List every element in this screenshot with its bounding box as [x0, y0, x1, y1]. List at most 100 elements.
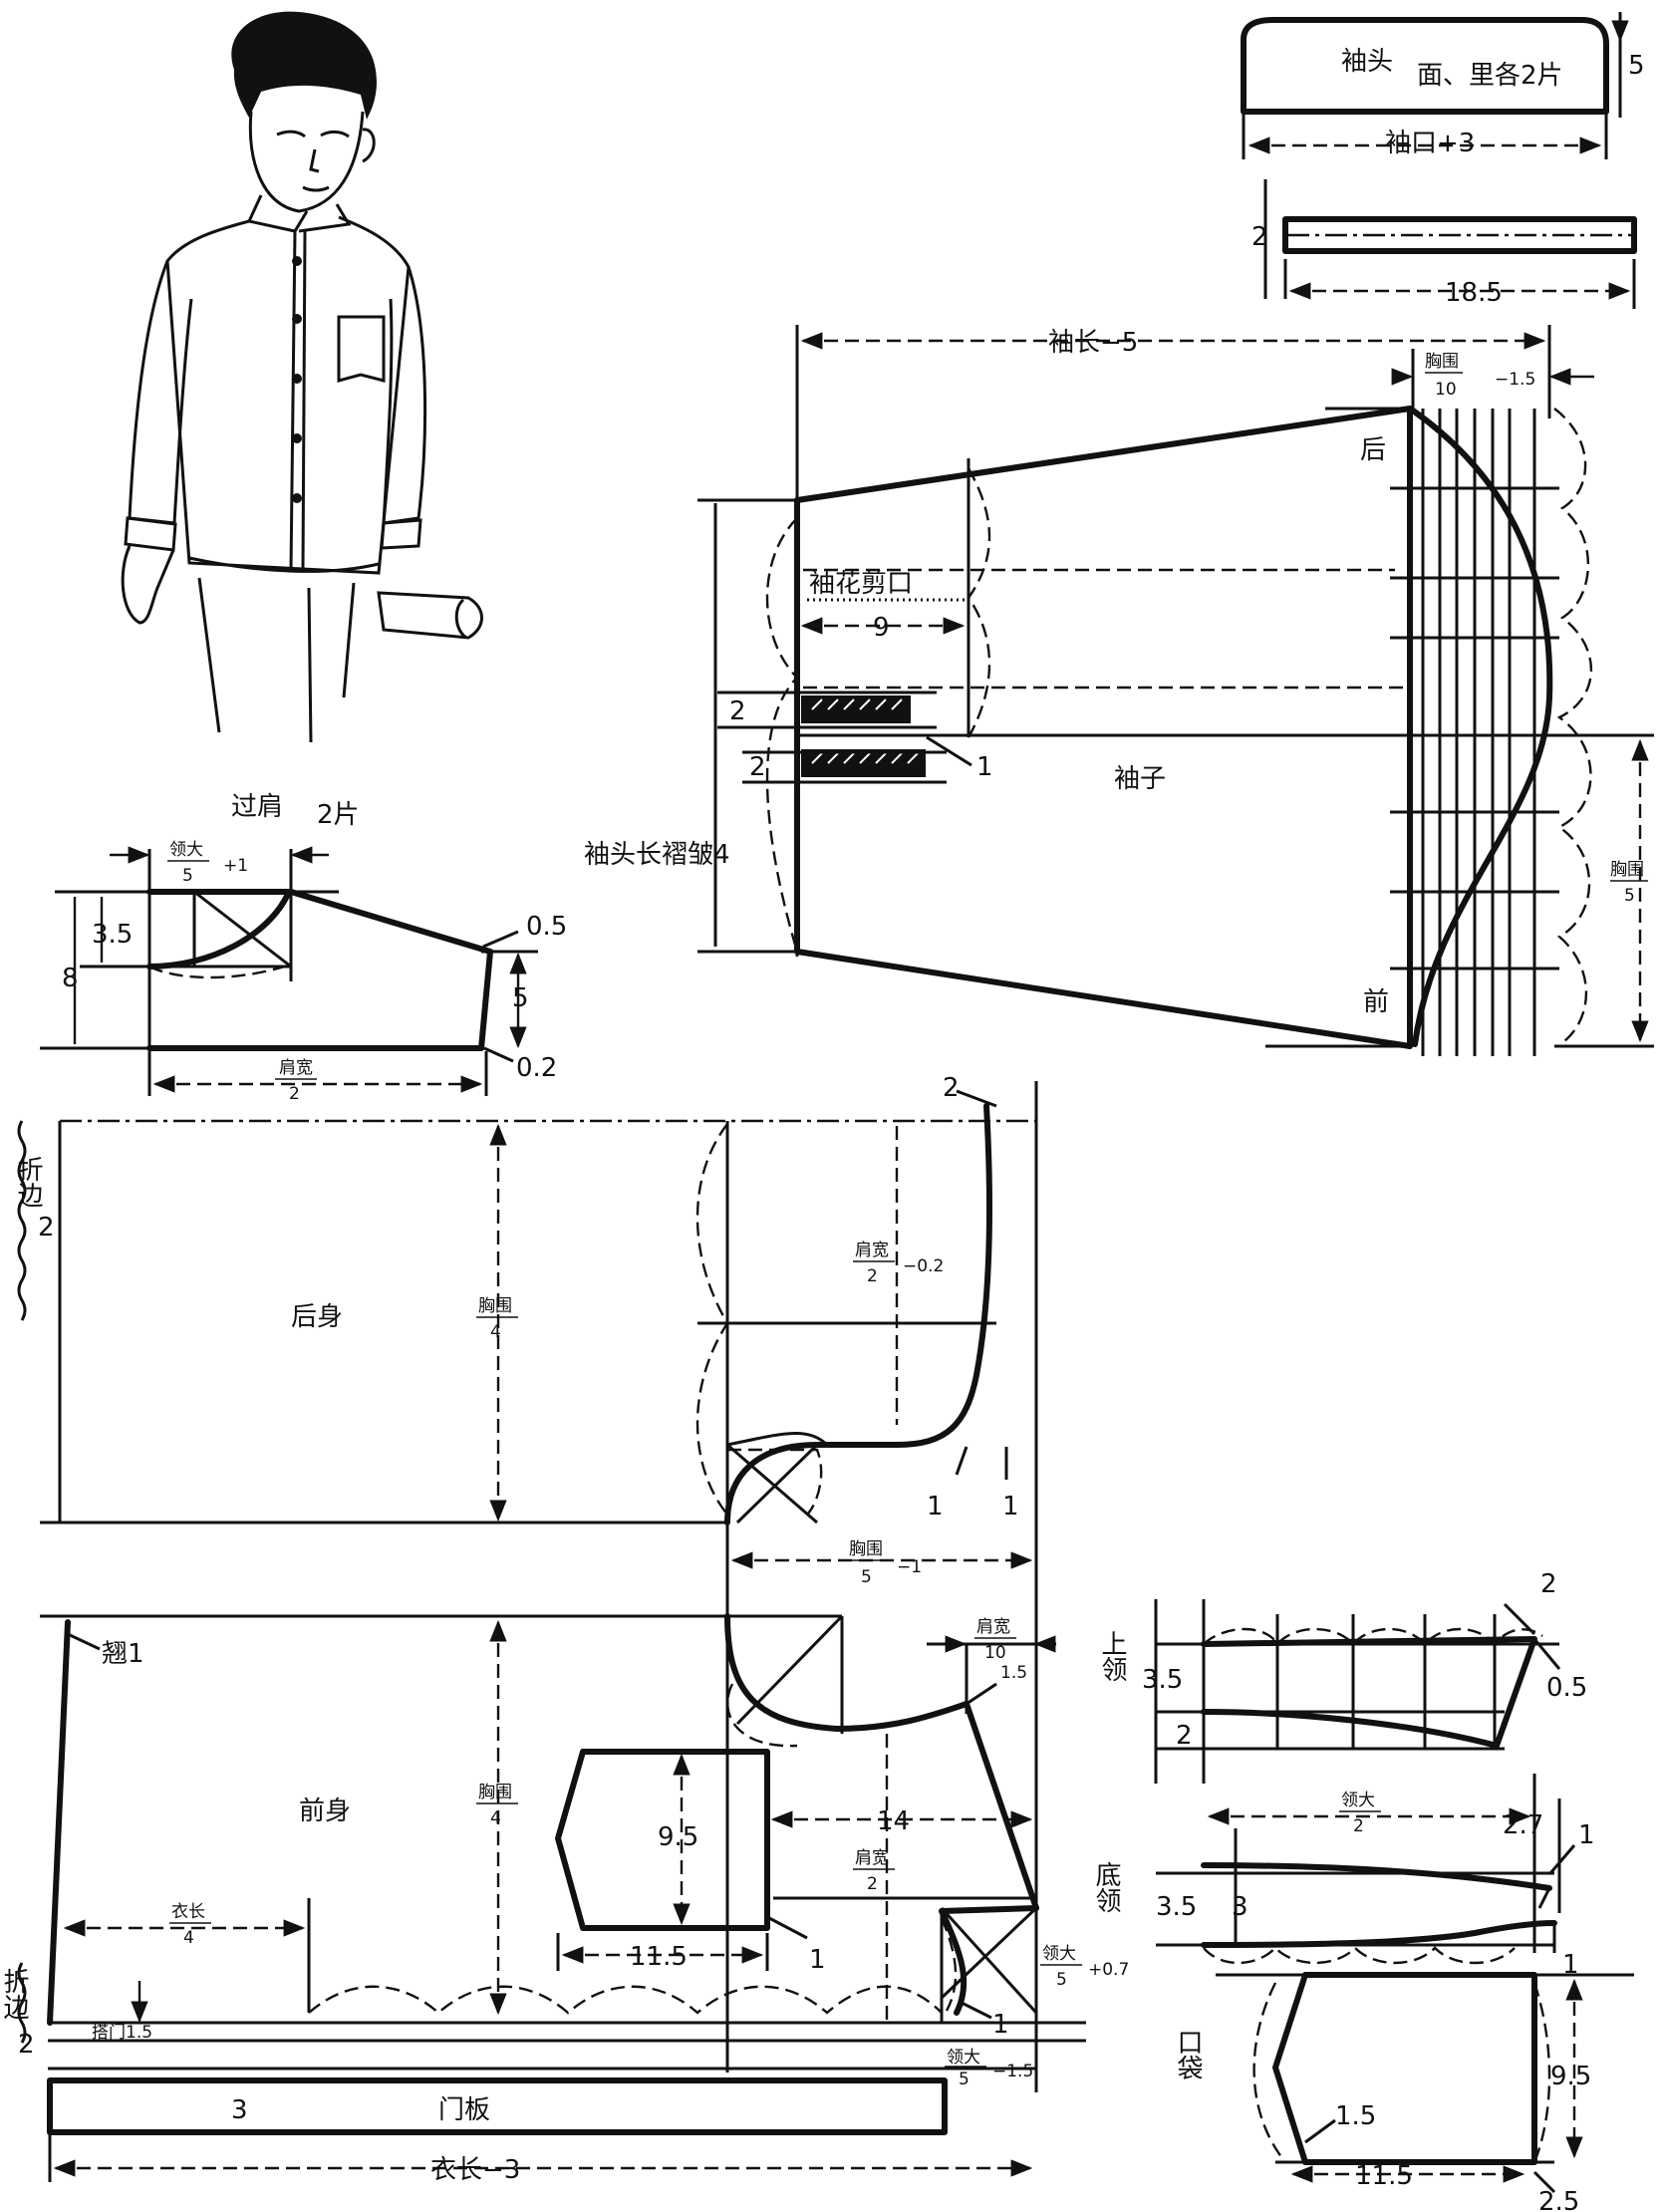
sleeve-width-num: 胸围 [1610, 860, 1644, 880]
back-shoulder-den: 2 [867, 1266, 878, 1286]
sleeve-back: 后 [1360, 435, 1386, 465]
nose-mouth [302, 148, 330, 192]
pocket-corner: 2.5 [1538, 2187, 1579, 2212]
placket-length: 18.5 [1445, 278, 1503, 308]
sleeve-slit-length: 9 [873, 613, 890, 643]
front-distance-14: 14 [877, 1806, 910, 1836]
middle-chest-den: 5 [861, 1567, 872, 1587]
left-sleeve [128, 260, 193, 525]
collar-neck-den: 2 [1353, 1816, 1364, 1836]
back-fold: 折边 [13, 1156, 43, 1208]
yoke-count: 2片 [317, 800, 360, 830]
front-neck-num: 领大 [1042, 1944, 1076, 1964]
front-fold-val: 2 [18, 2030, 35, 2060]
rolled-paper [377, 591, 483, 640]
collar-upper-tip: 0.5 [1546, 1673, 1587, 1703]
yoke-width-num: 肩宽 [279, 1058, 313, 1078]
button-stand [289, 230, 307, 571]
front-neck-den: 5 [1056, 1970, 1067, 1990]
cuff-title: 袖头 [1341, 47, 1393, 77]
front-neck2-den: 5 [959, 2070, 970, 2089]
sleeve-pleat-2: 2 [749, 752, 766, 782]
yoke-drop: 0.5 [526, 912, 567, 942]
collar-stand-point: 2.7 [1503, 1810, 1543, 1840]
chest-pocket [337, 315, 386, 383]
placket-piece: 2 18.5 [1251, 179, 1637, 309]
front-shoulder10-den: 10 [984, 1643, 1006, 1663]
sleeve-slit: 袖花剪口 [809, 569, 913, 599]
front-shoulder10-point: 1.5 [1000, 1663, 1027, 1683]
front-flare: 翘1 [102, 1639, 144, 1669]
front-band-width: 3 [231, 2095, 248, 2125]
yoke-neck-num: 领大 [169, 840, 203, 860]
front-total-length: 衣长−3 [430, 2155, 520, 2185]
sleeve-cuff-length: 袖头长褶皱4 [584, 840, 730, 870]
front-shoulder2-den: 2 [867, 1874, 878, 1894]
collar-upper-top: 2 [1540, 1569, 1557, 1599]
collar-upper-h: 3.5 [1142, 1665, 1183, 1695]
placket-width: 2 [1251, 222, 1268, 252]
back-arm-point-2: 1 [1002, 1492, 1019, 1521]
front-overlap: 搭门1.5 [92, 2023, 152, 2043]
cuff-note: 面、里各2片 [1417, 61, 1563, 91]
shirt-hem [188, 556, 380, 573]
pocket-width: 11.5 [1355, 2161, 1413, 2191]
ear [362, 128, 376, 163]
collar-stand-h: 3.5 [1156, 1892, 1197, 1922]
collar-upper-h2: 2 [1176, 1721, 1193, 1751]
face [248, 111, 365, 213]
yoke-piece: 过肩 2片 领大 5 +1 3.5 8 0.5 5 0.2 肩宽 [40, 792, 567, 1104]
front-chest-den: 4 [490, 1808, 501, 1828]
collar-upper-label: 上领 [1097, 1630, 1127, 1682]
yoke-title: 过肩 [231, 792, 283, 822]
front-length-num: 衣长 [171, 1902, 205, 1922]
front-fold: 折边 [0, 1968, 29, 2020]
cuff-length: 袖口+3 [1385, 129, 1475, 158]
sleeve-piece: 袖长−5 胸围 10 −1.5 后 前 [584, 325, 1654, 1056]
front-length-den: 4 [183, 1928, 194, 1948]
collar-neck-num: 领大 [1341, 1791, 1375, 1810]
yoke-neck-suffix: +1 [223, 856, 248, 876]
left-cuff [124, 516, 177, 552]
back-shoulder-suffix: −0.2 [903, 1256, 944, 1276]
sleeve-cap-suffix: −1.5 [1495, 370, 1535, 390]
front-neck-point: 1 [992, 2010, 1009, 2040]
front-neck-suffix: +0.7 [1088, 1960, 1129, 1980]
middle-chest-suffix: −1 [897, 1557, 922, 1577]
back-shoulder-num: 肩宽 [855, 1241, 889, 1260]
front-shoulder10-num: 肩宽 [976, 1617, 1010, 1637]
pocket-piece: 口袋 9.5 11.5 1.5 2.5 [1173, 1972, 1634, 2212]
back-arm-point-1: 1 [927, 1492, 944, 1521]
back-top-point: 2 [943, 1073, 960, 1103]
trousers [197, 577, 356, 743]
front-label: 前身 [299, 1797, 351, 1826]
yoke-neck-den: 5 [182, 866, 193, 886]
eyes [276, 130, 350, 138]
collar-stand-point-3: 1 [1562, 1950, 1579, 1980]
back-fold-val: 2 [38, 1213, 55, 1243]
pocket-point: 1.5 [1335, 2101, 1376, 2131]
front-neck2-num: 领大 [947, 2048, 980, 2068]
pocket-label: 口袋 [1173, 2029, 1203, 2080]
yoke-hem: 0.2 [516, 1053, 557, 1083]
sleeve-width-den: 5 [1624, 886, 1635, 906]
collar-pieces: 2 0.5 上领 3.5 2 领大 2 底领 3.5 3 2.7 1 1 [1091, 1569, 1595, 1980]
sleeve-pleat-point: 1 [976, 752, 993, 782]
front-pocket-width: 11.5 [630, 1942, 688, 1972]
front-chest-num: 胸围 [478, 1783, 512, 1802]
back-label: 后身 [291, 1302, 343, 1332]
cuff-piece: 袖头 面、里各2片 5 袖口+3 [1241, 12, 1645, 159]
back-chest-num: 胸围 [478, 1296, 512, 1316]
pocket-height: 9.5 [1550, 2062, 1591, 2091]
front-pocket-height: 9.5 [658, 1822, 698, 1852]
collar-stand-w: 3 [1232, 1892, 1248, 1922]
left-hand [121, 545, 175, 625]
middle-chest-num: 胸围 [849, 1539, 883, 1559]
collar-stand-label: 底领 [1091, 1861, 1121, 1913]
yoke-width-den: 2 [289, 1084, 300, 1104]
collar-stand-point-2: 1 [1578, 1820, 1595, 1850]
front-shoulder2-num: 肩宽 [855, 1848, 889, 1868]
sleeve-cap-den: 10 [1435, 380, 1457, 400]
back-chest-den: 4 [490, 1322, 501, 1342]
